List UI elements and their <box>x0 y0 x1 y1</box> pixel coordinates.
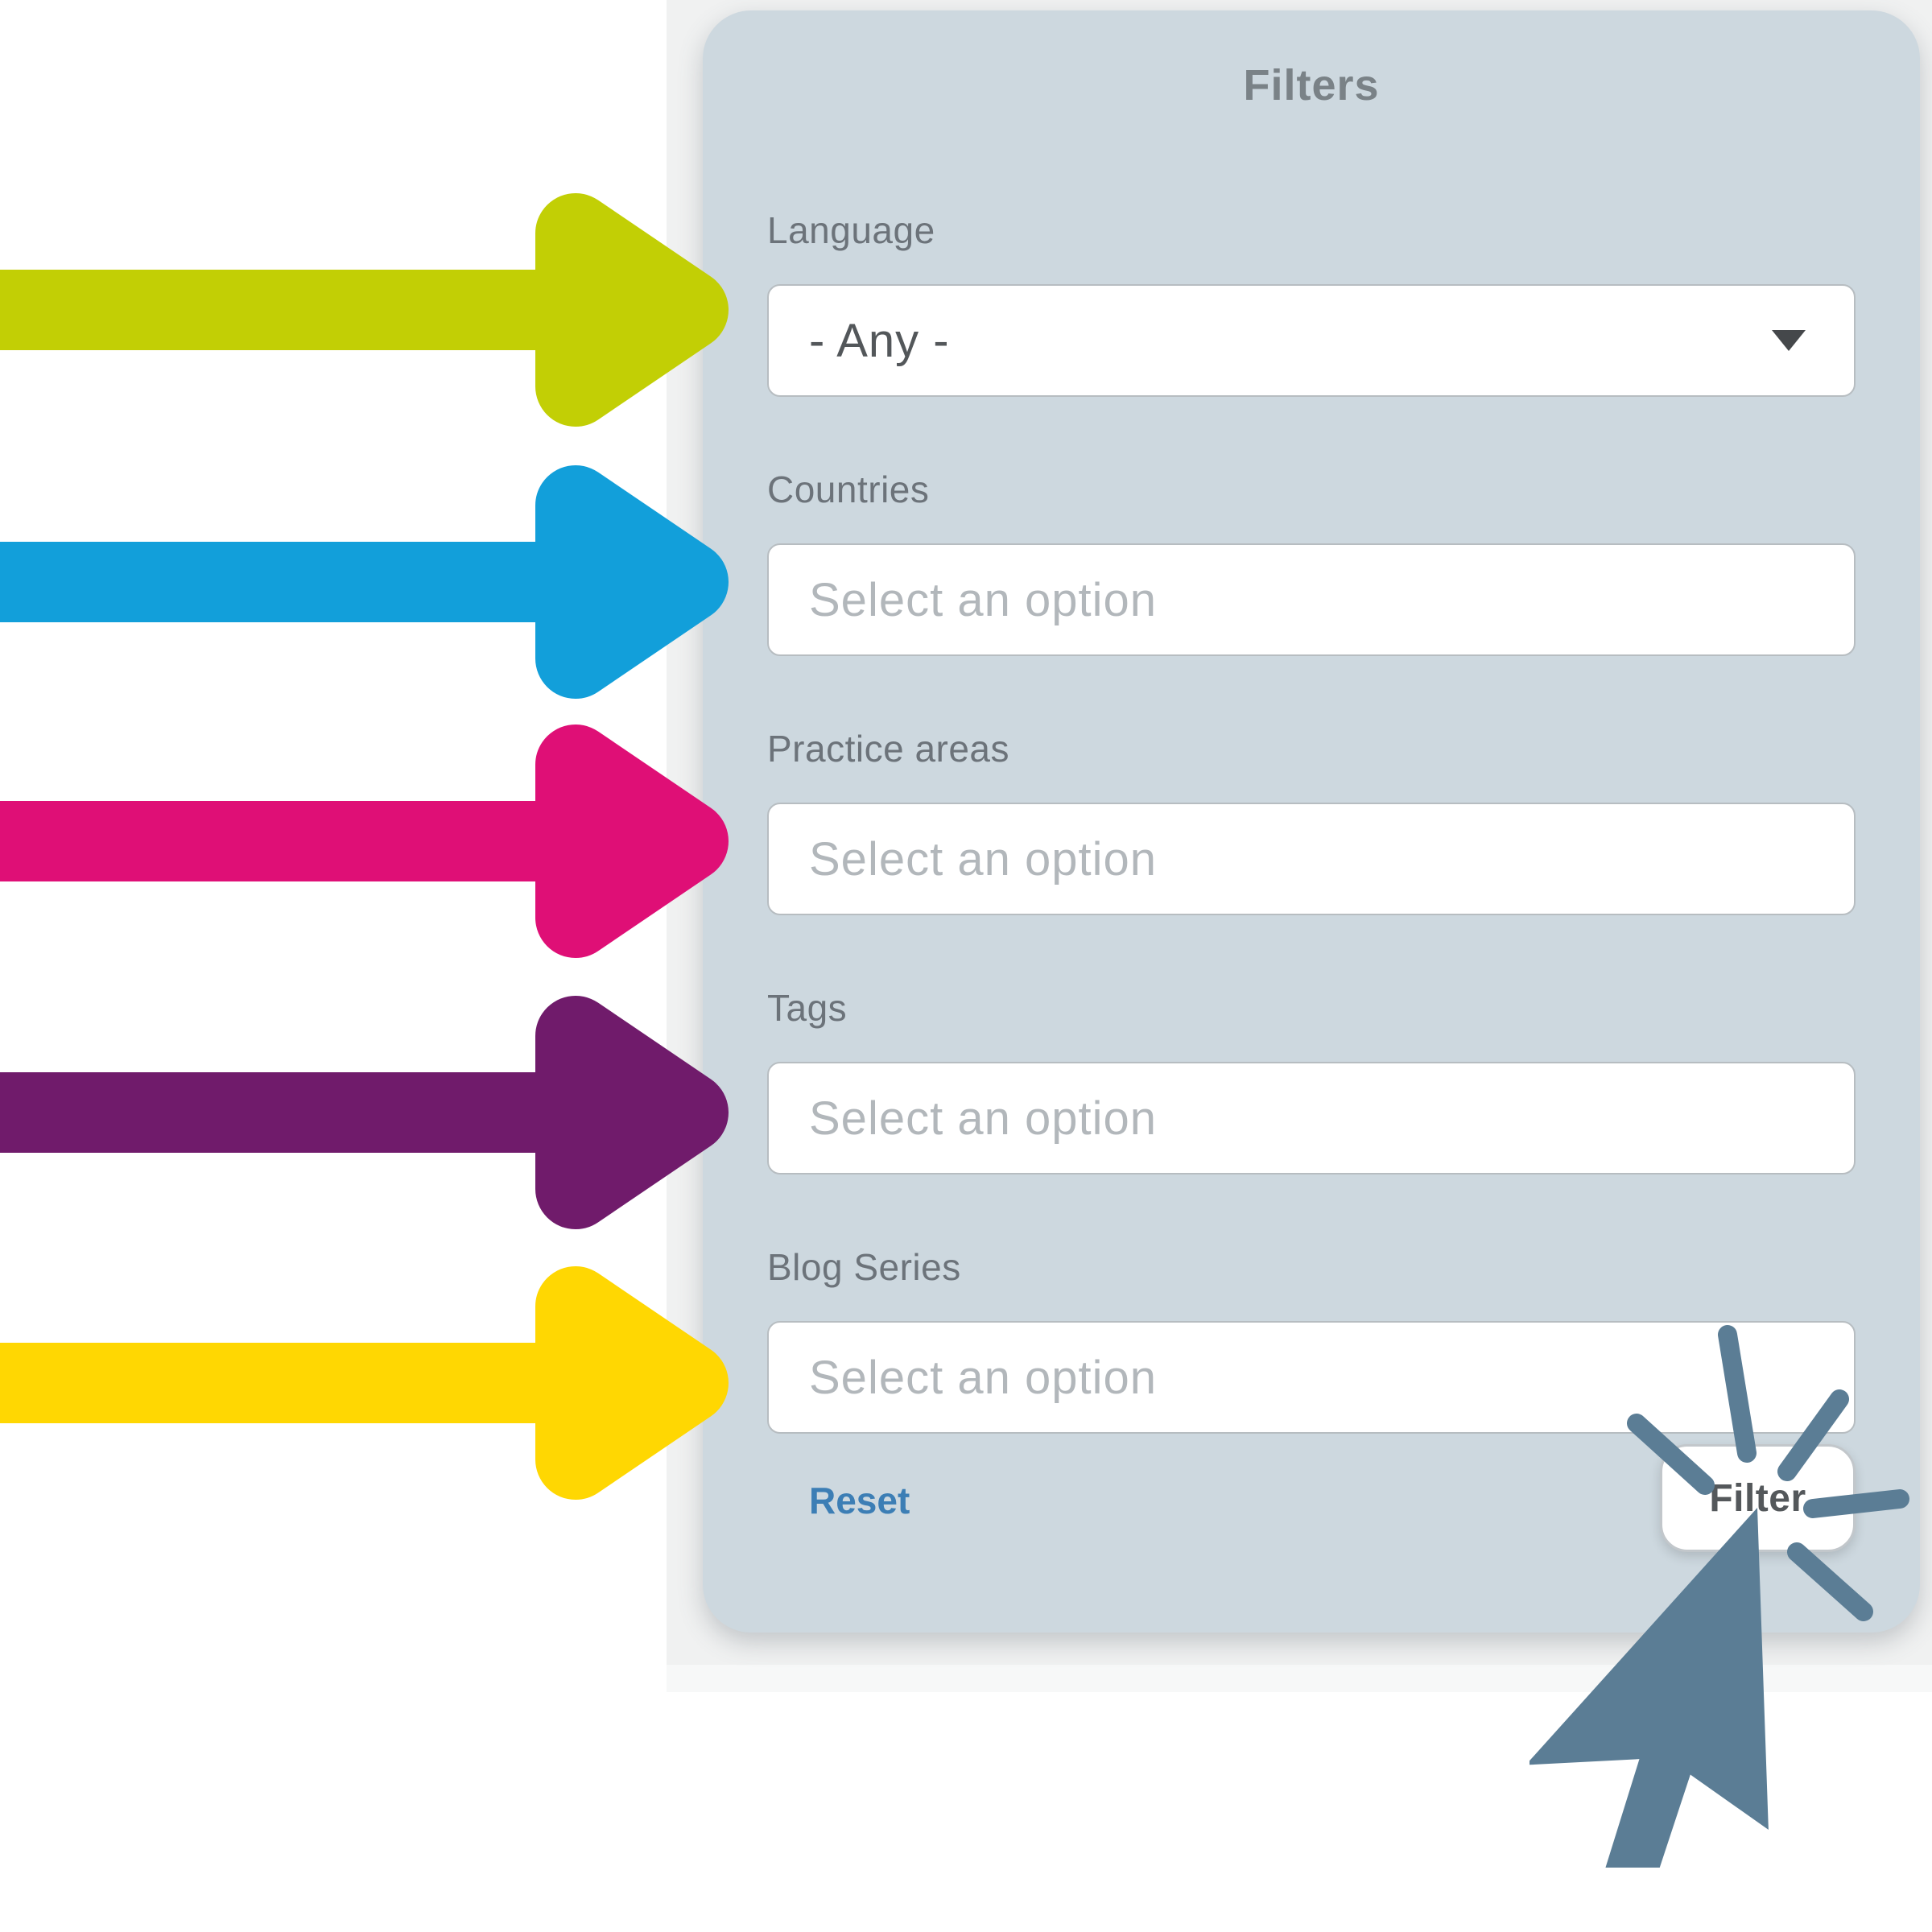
practice-areas-label: Practice areas <box>767 728 1010 770</box>
countries-select[interactable] <box>767 543 1856 656</box>
tags-label: Tags <box>767 987 848 1029</box>
countries-label: Countries <box>767 469 930 510</box>
reset-link[interactable]: Reset <box>809 1480 910 1521</box>
practice-areas-select[interactable] <box>767 803 1856 915</box>
arrow-tags <box>0 996 729 1229</box>
language-label: Language <box>767 209 935 251</box>
arrow-language <box>0 193 729 427</box>
arrow-practice-areas <box>0 724 729 958</box>
tags-select[interactable] <box>767 1062 1856 1174</box>
panel-title: Filters <box>1243 61 1380 109</box>
language-dropdown[interactable]: - Any - <box>767 284 1856 397</box>
arrow-blog-series <box>0 1266 729 1500</box>
cursor-click-icon <box>1530 1325 1909 1868</box>
blog-series-select[interactable] <box>767 1321 1856 1434</box>
blog-series-label: Blog Series <box>767 1246 961 1288</box>
dropdown-caret-icon <box>1772 330 1806 351</box>
language-dropdown-value: - Any - <box>809 314 950 367</box>
filters-panel: Filters Language - Any - Countries Pract… <box>703 10 1920 1633</box>
arrow-countries <box>0 465 729 699</box>
